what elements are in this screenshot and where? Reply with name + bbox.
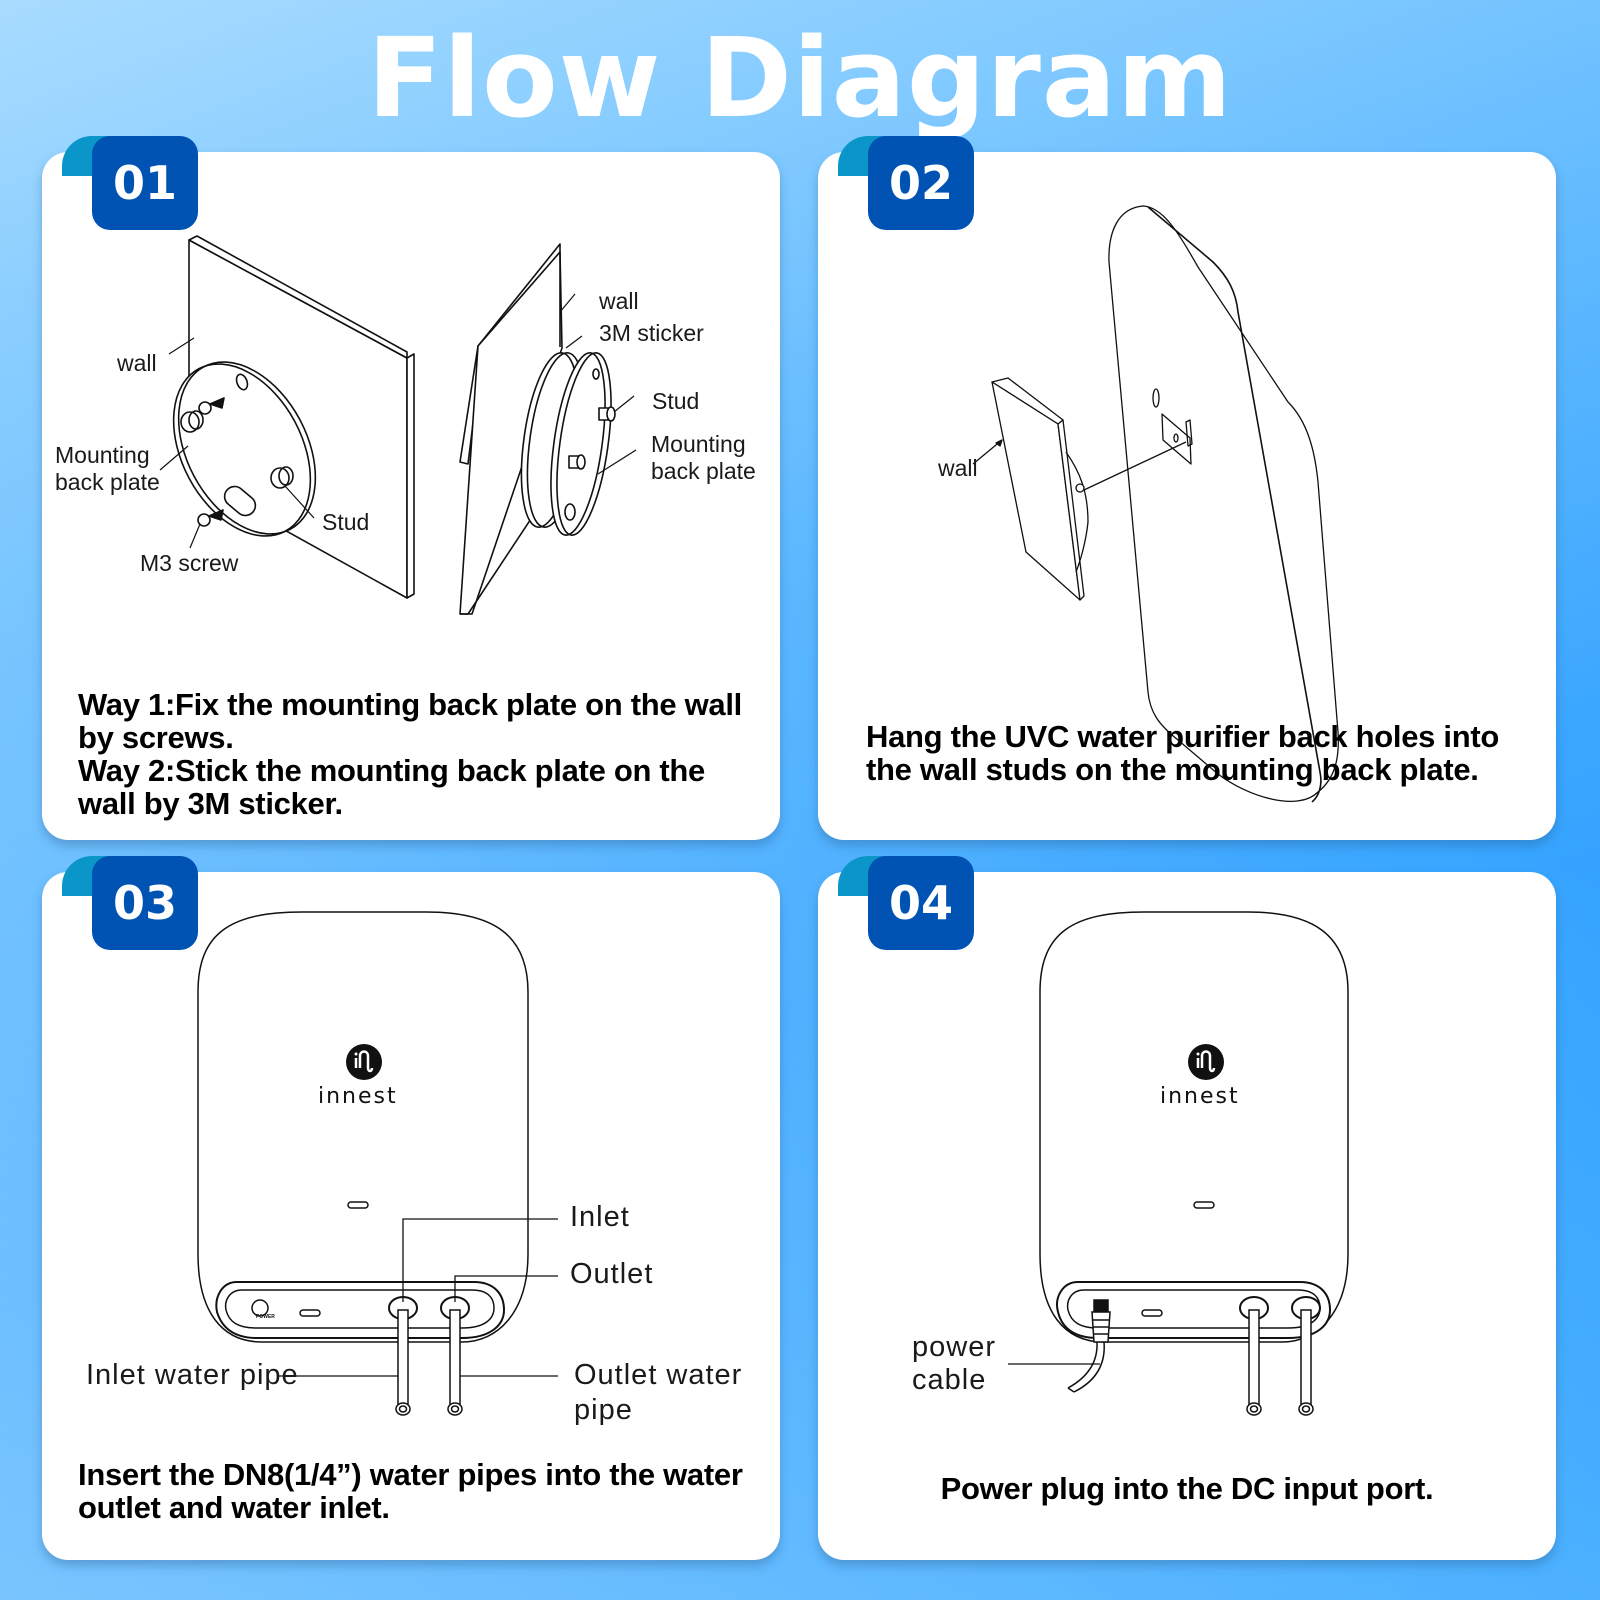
stud-icon xyxy=(180,410,204,433)
label-inlet: Inlet xyxy=(570,1201,630,1233)
step-card-02: wall Hang the UVC water purifier back ho… xyxy=(818,152,1556,840)
label-mounting-back-plate: Mounting xyxy=(55,442,150,468)
step-badge-04: 04 xyxy=(838,856,978,952)
pipe-connection-illustration: POWER xyxy=(197,911,558,1416)
page-title: Flow Diagram xyxy=(367,14,1233,142)
inlet-water-pipe xyxy=(397,1309,409,1411)
screw-icon xyxy=(197,509,224,527)
purifier-body xyxy=(197,911,529,1343)
label-power-cable: cable xyxy=(912,1364,987,1396)
power-plug-icon xyxy=(1067,1299,1111,1393)
step-caption: Hang the UVC water purifier back holes i… xyxy=(866,720,1499,786)
hang-purifier-illustration xyxy=(972,205,1339,803)
caption-line: Insert the DN8(1/4”) water pipes into th… xyxy=(78,1457,743,1492)
caption-line: wall by 3M sticker. xyxy=(78,786,343,821)
step-number: 02 xyxy=(868,136,974,230)
step-caption: Way 1:Fix the mounting back plate on the… xyxy=(78,688,742,820)
brand-name: innest xyxy=(318,1084,398,1109)
stud-icon xyxy=(568,454,586,470)
screw-icon xyxy=(198,397,225,415)
step-card-03: POWER innest Inlet Outlet Inlet water pi… xyxy=(42,872,780,1560)
label-stud: Stud xyxy=(652,388,700,414)
caption-line: Hang the UVC water purifier back holes i… xyxy=(866,719,1500,754)
caption-line: by screws. xyxy=(78,720,234,755)
purifier-body xyxy=(1108,205,1339,802)
brand-logo-icon xyxy=(346,1044,382,1080)
step-badge-03: 03 xyxy=(62,856,202,952)
label-power-cable: power xyxy=(912,1331,996,1363)
caption-line: Way 1:Fix the mounting back plate on the… xyxy=(78,687,742,722)
outlet-water-pipe xyxy=(449,1309,461,1411)
label-wall: wall xyxy=(938,455,978,481)
step-caption: Insert the DN8(1/4”) water pipes into th… xyxy=(78,1458,743,1524)
stud-icon xyxy=(598,406,616,422)
label-3m-sticker: 3M sticker xyxy=(599,320,704,346)
mounting-plate-right xyxy=(550,352,606,536)
label-wall: wall xyxy=(117,350,157,376)
step-card-04: innest power cable Power plug into the D… xyxy=(818,872,1556,1560)
wall-panel-right-face xyxy=(459,251,563,615)
step-number: 04 xyxy=(868,856,974,950)
purifier-body xyxy=(1039,911,1349,1343)
outlet-water-pipe xyxy=(1300,1309,1312,1411)
power-port-label: POWER xyxy=(256,1314,275,1320)
label-outlet-water-pipe: pipe xyxy=(574,1394,633,1426)
inlet-water-pipe xyxy=(1248,1309,1260,1411)
caption-line: the wall studs on the mounting back plat… xyxy=(866,752,1479,787)
stud-icon xyxy=(270,466,294,489)
brand-logo-icon xyxy=(1188,1044,1224,1080)
caption-line: Way 2:Stick the mounting back plate on t… xyxy=(78,753,706,788)
label-mounting-back-plate: back plate xyxy=(55,469,160,495)
step-card-01: wall Mounting back plate Stud M3 screw w… xyxy=(42,152,780,840)
caption-line: outlet and water inlet. xyxy=(78,1490,390,1525)
step-number: 03 xyxy=(92,856,198,950)
brand-name: innest xyxy=(1160,1084,1240,1109)
label-outlet: Outlet xyxy=(570,1258,654,1290)
label-m3-screw: M3 screw xyxy=(140,550,239,576)
caption-line: Power plug into the DC input port. xyxy=(940,1471,1434,1506)
label-outlet-water-pipe: Outlet water xyxy=(574,1359,743,1391)
step-badge-01: 01 xyxy=(62,136,202,232)
label-inlet-water-pipe: Inlet water pipe xyxy=(86,1359,299,1391)
step-number: 01 xyxy=(92,136,198,230)
step-caption: Power plug into the DC input port. xyxy=(818,1472,1556,1505)
wall-mount-illustration xyxy=(159,235,637,615)
power-connection-illustration xyxy=(1008,911,1349,1416)
label-wall: wall xyxy=(599,288,639,314)
label-mounting-back-plate: Mounting xyxy=(651,431,746,457)
label-mounting-back-plate: back plate xyxy=(651,458,756,484)
step-badge-02: 02 xyxy=(838,136,978,232)
label-stud: Stud xyxy=(322,509,370,535)
